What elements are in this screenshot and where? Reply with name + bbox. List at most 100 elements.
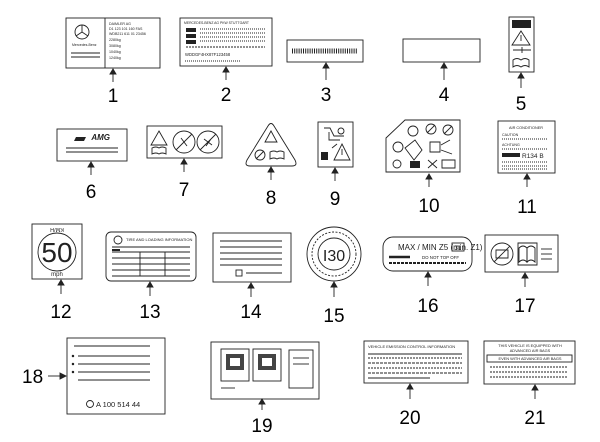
no-symbol-icon xyxy=(254,149,266,161)
svg-text:5: 5 xyxy=(516,94,527,115)
label-2-vin: WDDGF4HX87F123458 xyxy=(185,52,231,57)
battery-icon xyxy=(495,249,509,259)
manual-book-icon xyxy=(526,245,536,264)
callout-4: 4 xyxy=(439,62,450,106)
label-7-airbag-warning[interactable] xyxy=(146,125,223,159)
callout-2: 2 xyxy=(221,66,231,106)
label-16-fluid-level[interactable]: MAX / MIN Z5 (min. Z1) 31 DO NOT TOP OFF xyxy=(382,236,483,272)
label-17-battery-warning[interactable] xyxy=(484,234,559,273)
svg-text:6: 6 xyxy=(86,182,97,203)
label-20-emission-control[interactable]: VEHICLE EMISSION CONTROL INFORMATION xyxy=(363,340,469,384)
label-11-title: AIR CONDITIONER xyxy=(509,126,543,130)
callout-13: 13 xyxy=(139,281,161,323)
label-9-seat-warning[interactable] xyxy=(317,121,354,168)
label-1-line-2: D1 123 101 160 FAS xyxy=(109,27,143,31)
manual-book-icon xyxy=(441,159,456,169)
warning-panel-icon xyxy=(517,242,538,266)
svg-text:20: 20 xyxy=(399,408,420,429)
label-15-value: I30 xyxy=(323,248,345,265)
manual-book-icon xyxy=(512,58,530,68)
label-13-tire-information[interactable]: TIRE AND LOADING INFORMATION xyxy=(105,231,197,282)
svg-text:1: 1 xyxy=(108,86,119,107)
label-16-warning: DO NOT TOP OFF xyxy=(422,255,459,260)
label-3-barcode[interactable] xyxy=(286,39,364,63)
warning-triangle-icon xyxy=(150,130,168,146)
svg-text:7: 7 xyxy=(179,180,190,201)
label-12-speed-limit[interactable]: KM/H 50 mph xyxy=(31,223,83,280)
tire-icon xyxy=(113,235,123,245)
svg-text:4: 4 xyxy=(439,85,450,106)
label-11-air-conditioner[interactable]: AIR CONDITIONER CAUTION ACHTUNG R134 B xyxy=(497,120,556,174)
svg-text:11: 11 xyxy=(517,197,537,218)
label-8-triangle-warning[interactable] xyxy=(245,123,297,167)
callout-5: 5 xyxy=(516,72,527,115)
label-16-line: MAX / MIN Z5 (min. Z1) xyxy=(398,243,483,252)
callout-10: 10 xyxy=(418,173,440,217)
manual-book-icon xyxy=(151,146,167,155)
no-symbol-icon xyxy=(490,242,514,266)
mercedes-star-icon xyxy=(392,141,404,153)
label-20-title: VEHICLE EMISSION CONTROL INFORMATION xyxy=(368,344,455,349)
callout-18: 18 xyxy=(22,367,68,388)
label-1-vehicle-data-plate[interactable]: Mercedes-Benz DAIMLER AG D1 123 101 160 … xyxy=(65,17,161,69)
callout-11: 11 xyxy=(517,173,537,218)
warning-triangle-icon xyxy=(511,30,531,46)
label-12-top-text: KM/H xyxy=(50,226,64,232)
callout-9: 9 xyxy=(330,167,340,210)
svg-text:21: 21 xyxy=(524,408,545,429)
arrow-icon xyxy=(331,143,338,149)
amg-stripe-icon xyxy=(74,137,86,141)
label-21-line-3: EVEN WITH ADVANCED AIR BAGS xyxy=(498,356,561,361)
label-2-header: MERCEDES-BENZ AG PKW STUTTGART xyxy=(184,21,249,25)
fuse-box-right xyxy=(252,348,282,382)
label-5-warning-strip[interactable] xyxy=(508,16,535,73)
label-4-blank[interactable] xyxy=(402,38,481,63)
label-19-fuse-diagram[interactable] xyxy=(210,341,320,400)
svg-text:3: 3 xyxy=(321,85,332,106)
label-14-information-card[interactable] xyxy=(212,232,292,283)
callout-8: 8 xyxy=(266,166,277,209)
no-symbol-icon xyxy=(425,123,437,135)
warning-cross-icon xyxy=(427,159,438,169)
label-18-part-number-plate[interactable]: A 100 514 44 xyxy=(66,337,166,415)
fuse-legend-panel xyxy=(288,349,314,389)
label-12-unit: mph xyxy=(51,272,63,278)
battery-icon xyxy=(404,139,423,161)
callout-1: 1 xyxy=(108,68,119,107)
label-11-refrigerant: R134 B xyxy=(522,153,544,160)
label-1-line-4: 2280kg xyxy=(109,38,121,42)
label-1-line-6: 1040kg xyxy=(109,50,121,54)
callout-6: 6 xyxy=(86,161,97,203)
svg-text:13: 13 xyxy=(139,302,160,323)
callout-15: 15 xyxy=(323,281,345,327)
label-6-amg-badge[interactable]: AMG xyxy=(56,128,128,162)
warning-triangle-icon xyxy=(333,142,351,161)
arrow-icon xyxy=(513,47,531,53)
svg-text:17: 17 xyxy=(514,296,535,317)
seat-icon xyxy=(324,127,344,141)
label-2-vin-plate[interactable]: MERCEDES-BENZ AG PKW STUTTGART WDDGF4HX8… xyxy=(179,17,273,67)
callout-12: 12 xyxy=(50,279,72,323)
mercedes-star-icon xyxy=(86,400,94,408)
callout-17: 17 xyxy=(514,272,536,317)
svg-text:8: 8 xyxy=(266,188,277,209)
callout-21: 21 xyxy=(524,384,546,429)
svg-text:10: 10 xyxy=(418,196,439,217)
manual-book-icon xyxy=(269,150,285,160)
label-21-advanced-airbags[interactable]: THIS VEHICLE IS EQUIPPED WITH ADVANCED A… xyxy=(483,340,576,385)
callout-14: 14 xyxy=(240,282,262,323)
svg-text:14: 14 xyxy=(240,302,262,323)
no-rear-facing-seat-icon xyxy=(196,130,220,154)
fluid-icon xyxy=(429,139,453,155)
label-12-value: 50 xyxy=(41,237,72,268)
no-child-seat-icon xyxy=(172,130,196,154)
label-10-engine-compartment[interactable] xyxy=(385,119,461,173)
mercedes-star-lines xyxy=(75,25,89,37)
label-1-line-5: 3080kg xyxy=(109,44,121,48)
label-15-round-badge[interactable]: I30 xyxy=(306,226,362,282)
callout-16: 16 xyxy=(417,271,439,317)
callout-3: 3 xyxy=(321,62,332,106)
svg-text:12: 12 xyxy=(50,302,71,323)
label-11-caution: CAUTION xyxy=(502,133,519,137)
label-1-line-7: 1240kg xyxy=(109,56,121,60)
